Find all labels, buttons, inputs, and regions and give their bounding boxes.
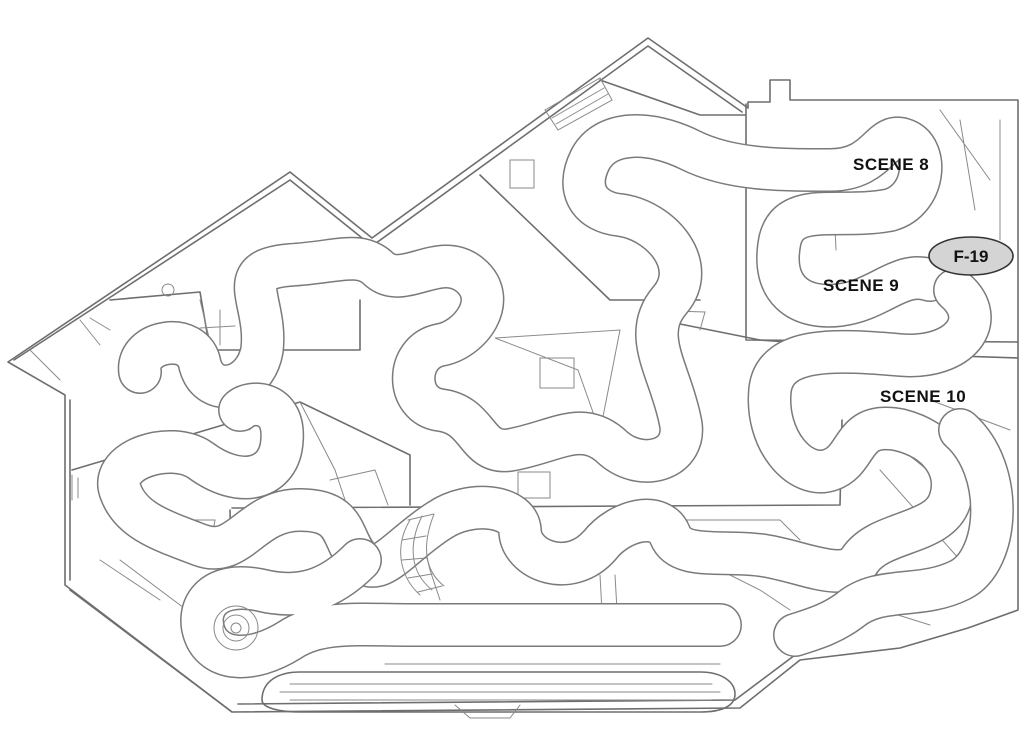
scene-8-label: SCENE 8 [853, 155, 929, 174]
curved-stair [400, 513, 445, 596]
f19-marker: F-19 [928, 236, 1014, 276]
loading-platform [261, 663, 736, 719]
scene-9-label: SCENE 9 [823, 276, 899, 295]
f19-marker-shape [928, 236, 1014, 276]
f19-marker-text: F-19 [954, 247, 989, 266]
ride-track [97, 114, 1014, 679]
scene-10-label: SCENE 10 [880, 387, 966, 406]
turntable [213, 605, 259, 651]
